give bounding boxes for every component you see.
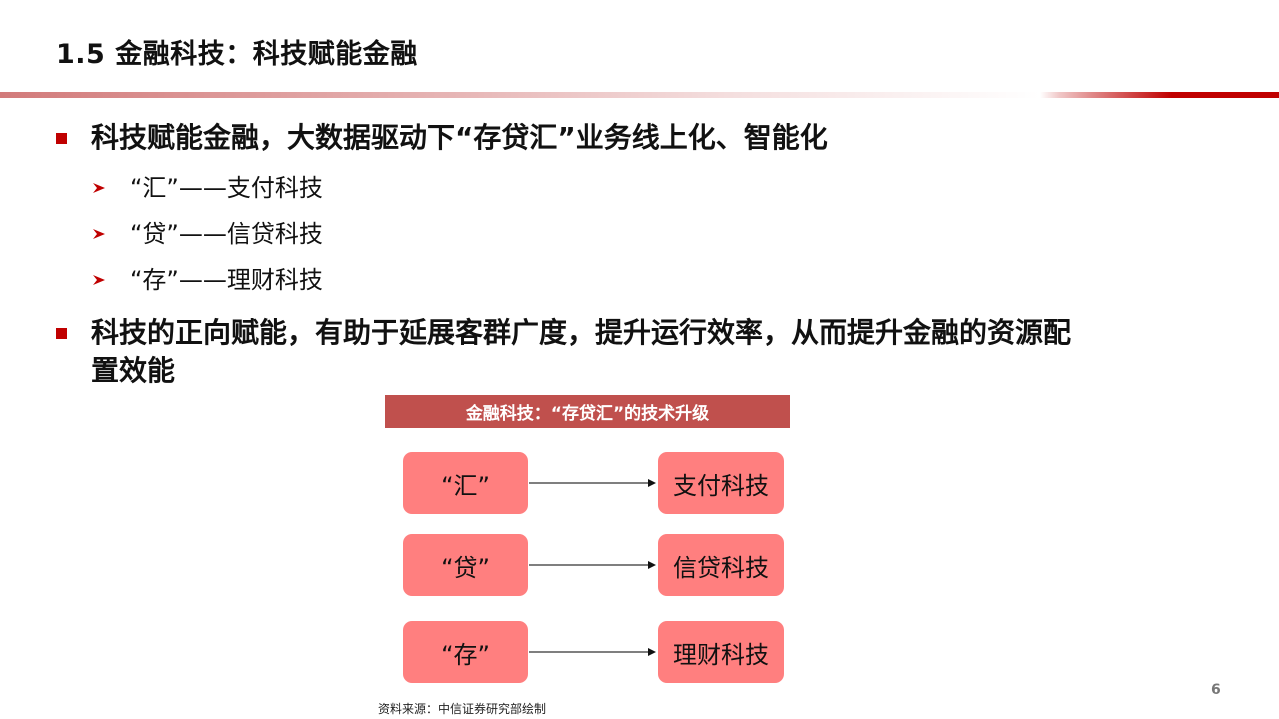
arrow-right-icon	[529, 479, 656, 487]
source-note: 资料来源：中信证券研究部绘制	[378, 702, 547, 716]
arrow-right-icon	[529, 648, 656, 656]
bullet-2-line-2: 置效能	[91, 354, 176, 387]
diagram-node-payment-tech: 支付科技	[658, 452, 784, 514]
square-bullet-icon	[56, 133, 67, 144]
sub-bullet-3-text: “存”——理财科技	[130, 266, 323, 294]
diagram-header: 金融科技：“存贷汇”的技术升级	[385, 395, 790, 428]
arrow-bullet-icon	[93, 229, 105, 239]
diagram-node-wealth-tech: 理财科技	[658, 621, 784, 683]
title-divider-right	[1040, 92, 1279, 98]
sub-bullet-2-text: “贷”——信贷科技	[130, 220, 323, 248]
sub-bullet-2: “贷”——信贷科技	[92, 218, 323, 250]
title-divider-left	[0, 92, 1040, 98]
page-number: 6	[1211, 682, 1221, 698]
bullet-2-text: 科技的正向赋能，有助于延展客群广度，提升运行效率，从而提升金融的资源配 置效能	[91, 314, 1071, 390]
sub-bullet-1: “汇”——支付科技	[92, 172, 323, 204]
slide-title: 1.5 金融科技：科技赋能金融	[56, 39, 418, 70]
diagram-node-hui: “汇”	[403, 452, 528, 514]
bullet-2-line-1: 科技的正向赋能，有助于延展客群广度，提升运行效率，从而提升金融的资源配	[91, 316, 1072, 349]
diagram-node-dai: “贷”	[403, 534, 528, 596]
square-bullet-icon	[56, 328, 67, 339]
arrow-bullet-icon	[93, 275, 105, 285]
bullet-1-text: 科技赋能金融，大数据驱动下“存贷汇”业务线上化、智能化	[91, 121, 828, 154]
arrow-bullet-icon	[93, 183, 105, 193]
sub-bullet-3: “存”——理财科技	[92, 264, 323, 296]
bullet-2: 科技的正向赋能，有助于延展客群广度，提升运行效率，从而提升金融的资源配 置效能	[56, 314, 1071, 390]
arrow-right-icon	[529, 561, 656, 569]
diagram-node-credit-tech: 信贷科技	[658, 534, 784, 596]
sub-bullet-1-text: “汇”——支付科技	[130, 174, 323, 202]
diagram-node-cun: “存”	[403, 621, 528, 683]
bullet-1: 科技赋能金融，大数据驱动下“存贷汇”业务线上化、智能化	[56, 119, 828, 157]
